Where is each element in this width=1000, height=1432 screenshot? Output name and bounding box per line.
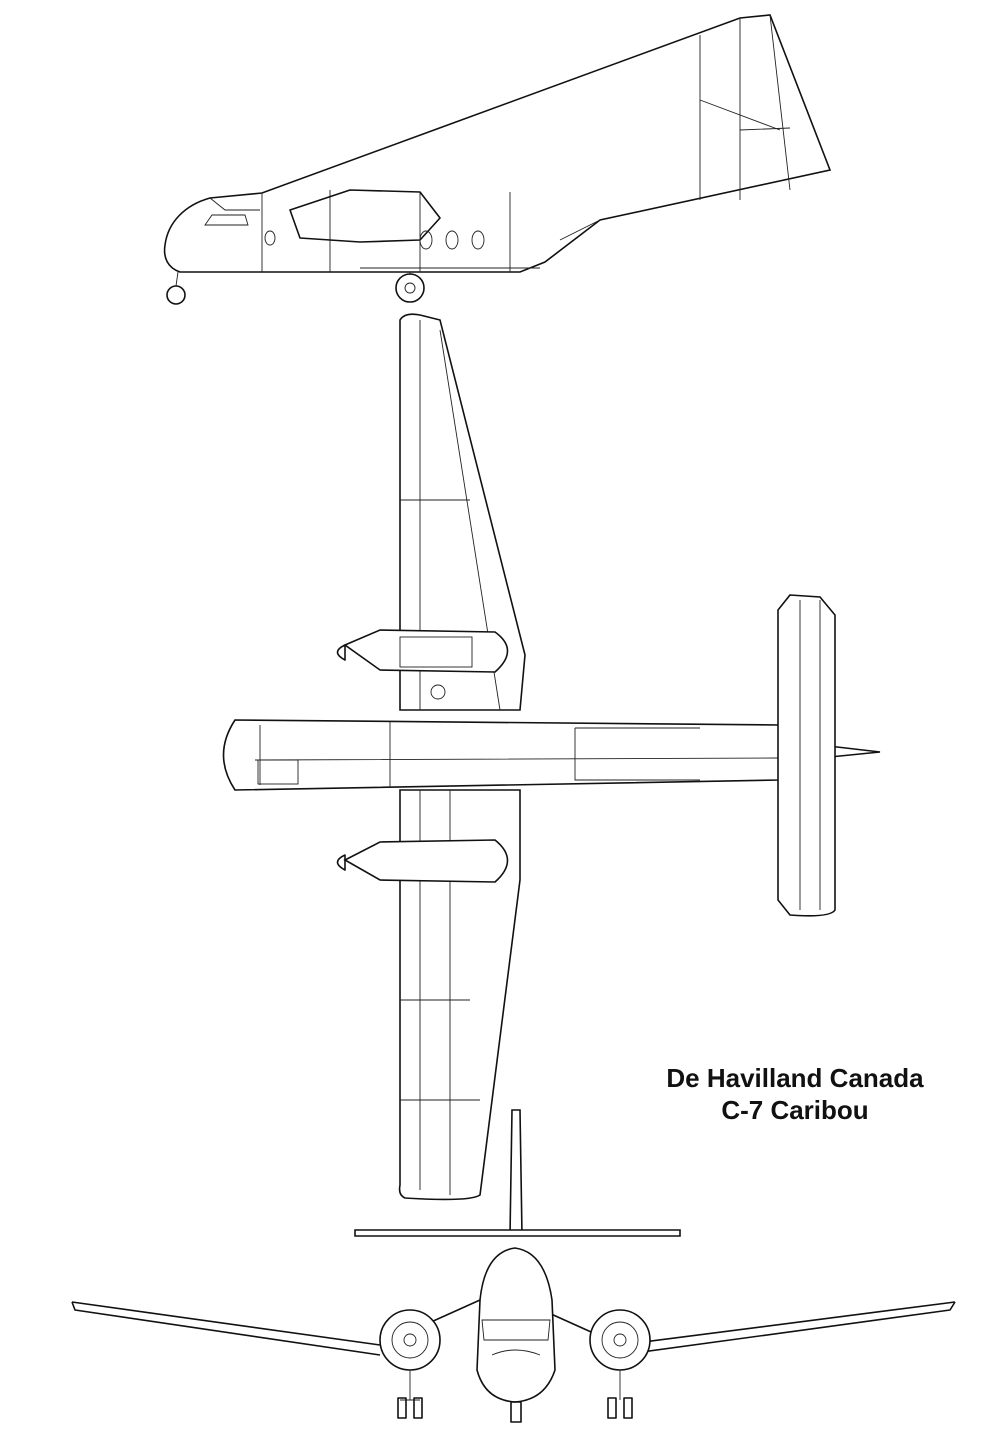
caption-model: C-7 Caribou (721, 1095, 869, 1125)
front-fuselage (476, 1247, 556, 1403)
top-fuselage (222, 719, 881, 791)
side-nose-wheel (166, 285, 186, 305)
front-engine-left (379, 1309, 441, 1419)
top-engine-left (343, 629, 509, 673)
side-engine-nacelle (289, 189, 441, 243)
front-nose-wheel (510, 1401, 522, 1423)
front-engine-right (589, 1309, 651, 1419)
side-fuselage (163, 14, 832, 273)
front-fin (509, 1109, 523, 1236)
caption-manufacturer: De Havilland Canada (666, 1063, 924, 1093)
front-view (71, 1109, 956, 1423)
side-view (163, 14, 832, 305)
top-wing (398, 313, 526, 1201)
top-horizontal-tail (777, 594, 836, 917)
drawing-caption: De Havilland Canada C-7 Caribou (600, 1062, 990, 1126)
side-main-wheel (395, 273, 425, 303)
front-horizontal-tail (354, 1229, 681, 1237)
top-engine-right (343, 839, 509, 883)
top-view (222, 313, 881, 1201)
